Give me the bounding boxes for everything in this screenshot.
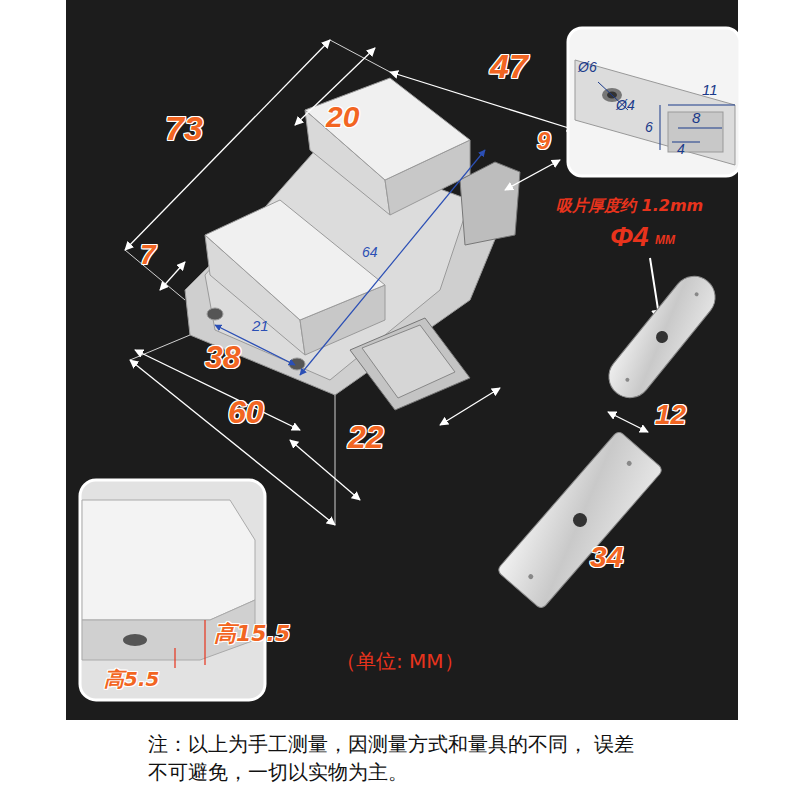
dimension-label: 22 [348,420,384,455]
detail-inset [568,28,740,176]
unit-note: （单位: MM） [336,650,464,672]
hole-spacing: 64 [362,245,378,260]
magnetic-catch [185,78,520,410]
background [66,0,738,720]
dimension-label: 47 [490,48,528,85]
unit-suffix: MM [655,234,675,247]
metal-plate [600,268,723,406]
height-label: 高15.5 [214,622,290,646]
inset-dimension: Ø6 [578,60,597,75]
height-label: 高5.5 [104,668,159,690]
dimension-label: 12 [655,400,686,431]
hole-diameter: Φ4 [610,222,649,253]
inset-dimension: 4 [677,142,685,157]
inset-dimension: 8 [692,110,700,127]
thickness-note: 吸片厚度约 1.2mm [556,197,703,215]
inset-dimension: 11 [702,82,718,99]
dimension-label: 73 [165,110,203,147]
detail-inset [80,480,265,700]
blue-dimension-lines [215,150,485,375]
dimension-label: 38 [205,340,241,375]
measurement-note: 注：以上为手工测量，因测量方式和量具的不同， 误差不可避免，一切以实物为主。 [148,730,648,786]
dimension-label: 20 [326,100,359,133]
hole-spacing: 21 [252,318,269,335]
dimension-label: 9 [537,128,550,154]
inset-dimension: Ø4 [616,98,635,113]
metal-plate [496,430,663,610]
inset-dimension: 6 [645,120,653,135]
dimension-label: 34 [590,540,623,573]
dimension-label: 60 [228,395,264,430]
dimension-label: 7 [140,240,156,271]
